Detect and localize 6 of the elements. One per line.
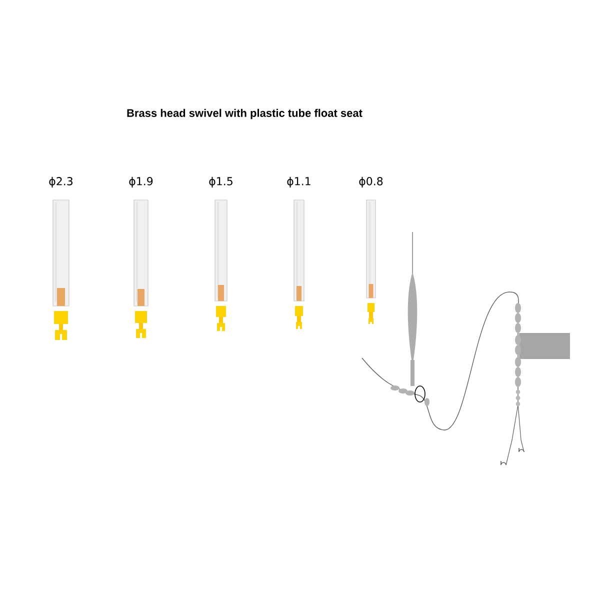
- size-label: ϕ0.8: [359, 176, 383, 188]
- size-label: ϕ1.9: [129, 176, 153, 188]
- size-label: ϕ1.5: [209, 176, 232, 188]
- size-label: ϕ2.3: [49, 176, 72, 188]
- title: Brass head swivel with plastic tube float seat: [127, 108, 362, 120]
- size-label: ϕ1.1: [287, 176, 310, 188]
